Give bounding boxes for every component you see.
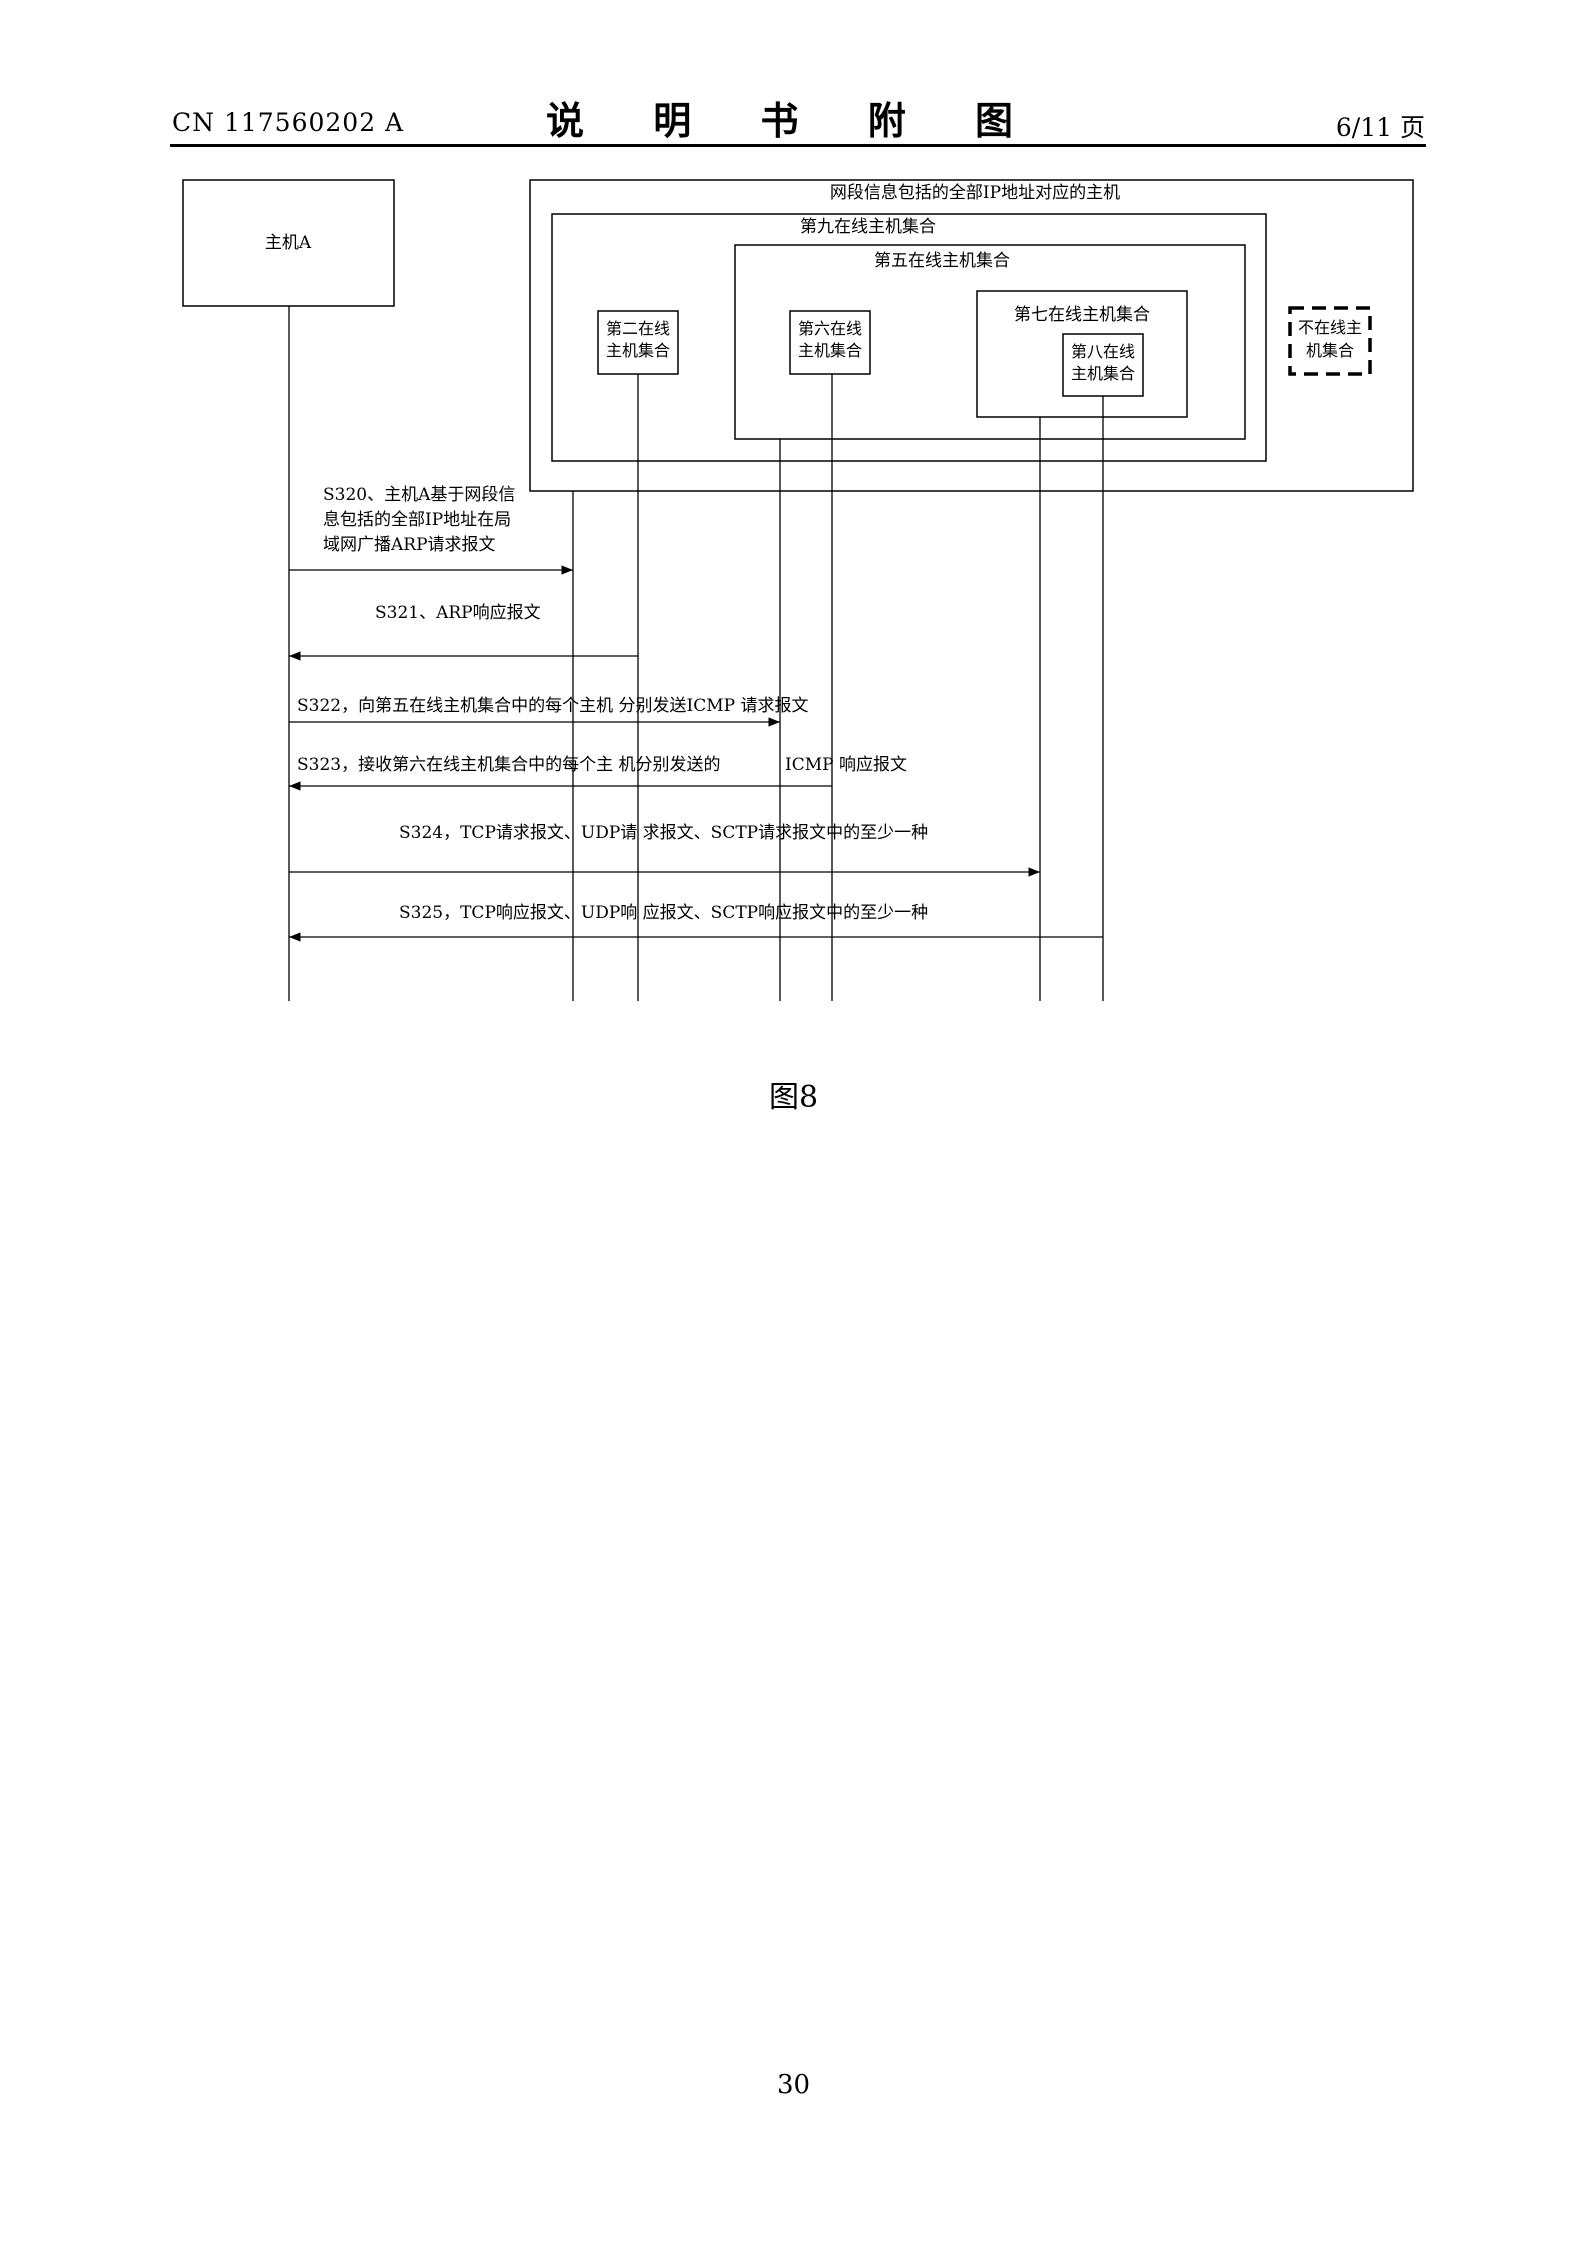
s321-label: S321、ARP响应报文 [375, 603, 541, 623]
figure-caption: 图8 [768, 1080, 819, 1115]
offline-label-2: 机集合 [1306, 341, 1354, 360]
s325-label: S325，TCP响应报文、UDP响 应报文、SCTP响应报文中的至少一种 [399, 903, 928, 923]
s322-label: S322，向第五在线主机集合中的每个主机 分别发送ICMP 请求报文 [297, 696, 808, 716]
s320-label-2: 息包括的全部IP地址在局 [323, 510, 511, 530]
eighth-online-label-2: 主机集合 [1071, 364, 1135, 383]
sequence-diagram: 主机A 网段信息包括的全部IP地址对应的主机 第九在线主机集合 第五在线主机集合… [182, 179, 1414, 1001]
all-ip-hosts-label: 网段信息包括的全部IP地址对应的主机 [830, 183, 1120, 203]
ninth-online-box [551, 213, 1267, 462]
all-ip-hosts-box [529, 179, 1414, 492]
fifth-online-label: 第五在线主机集合 [874, 251, 1010, 271]
lifelines [288, 306, 1104, 1001]
seventh-online-box [976, 290, 1188, 418]
page-title: 说 明 书 附 图 [546, 98, 1041, 143]
second-online-label-1: 第二在线 [606, 319, 670, 338]
s323-label-a: S323，接收第六在线主机集合中的每个主 机分别发送的 [297, 755, 721, 775]
eighth-online-label-1: 第八在线 [1071, 342, 1135, 361]
s324-label: S324，TCP请求报文、UDP请 求报文、SCTP请求报文中的至少一种 [399, 823, 928, 843]
seventh-online-label: 第七在线主机集合 [1014, 305, 1150, 325]
page-counter: 6/11 页 [1335, 113, 1425, 142]
host-a-label: 主机A [265, 233, 312, 253]
s320-label-1: S320、主机A基于网段信 [323, 485, 515, 505]
ninth-online-label: 第九在线主机集合 [800, 217, 936, 237]
sixth-online-label-2: 主机集合 [798, 341, 862, 360]
header-rule [170, 144, 1426, 147]
offline-box [1288, 306, 1372, 376]
second-online-label-2: 主机集合 [606, 341, 670, 360]
offline-label-1: 不在线主 [1298, 318, 1362, 337]
page-number: 30 [776, 2070, 811, 2100]
s323-label-b: ICMP 响应报文 [785, 755, 907, 775]
sixth-online-box [789, 310, 871, 375]
sixth-online-label-1: 第六在线 [798, 319, 862, 338]
fifth-online-box [734, 244, 1246, 440]
s320-label-3: 域网广播ARP请求报文 [323, 535, 496, 555]
patent-number: CN 117560202 A [172, 108, 405, 137]
